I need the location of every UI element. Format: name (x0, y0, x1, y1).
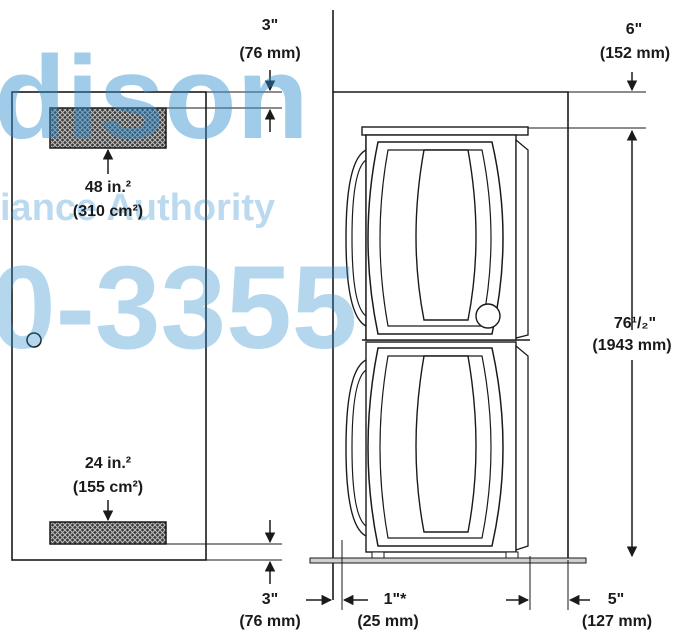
stack-height-in: 76¹/₂" (613, 315, 657, 332)
upper-vent-area-cm: (310 cm²) (72, 203, 144, 220)
lower-vent-area-cm: (155 cm²) (72, 479, 144, 496)
upper-vent-area-in: 48 in.² (84, 179, 132, 196)
washer (345, 341, 529, 559)
side-left-clearance-in: 1"* (383, 591, 407, 608)
dryer-knob[interactable] (475, 303, 501, 329)
closet-floor (309, 557, 587, 564)
door-knob[interactable] (26, 332, 42, 348)
lower-vent (49, 521, 167, 545)
side-right-clearance-in: 5" (607, 591, 625, 608)
stack-height-mm: (1943 mm) (592, 337, 672, 354)
door-top-gap-in: 3" (261, 17, 279, 34)
door-bottom-gap-in: 3" (261, 591, 279, 608)
watermark-line-2: iance Authority (0, 187, 276, 229)
watermark-line-3: 0-3355 (0, 242, 358, 374)
watermark-line-1: dison (0, 32, 309, 164)
closet-door (11, 91, 207, 561)
dryer (345, 126, 530, 341)
lower-vent-area-in: 24 in.² (84, 455, 132, 472)
door-top-gap-mm: (76 mm) (239, 45, 301, 62)
top-clearance-in: 6" (625, 21, 643, 38)
side-right-clearance-mm: (127 mm) (581, 613, 653, 630)
upper-vent (49, 107, 167, 149)
side-left-clearance-mm: (25 mm) (357, 613, 419, 630)
door-bottom-gap-mm: (76 mm) (239, 613, 301, 630)
top-clearance-mm: (152 mm) (599, 45, 671, 62)
